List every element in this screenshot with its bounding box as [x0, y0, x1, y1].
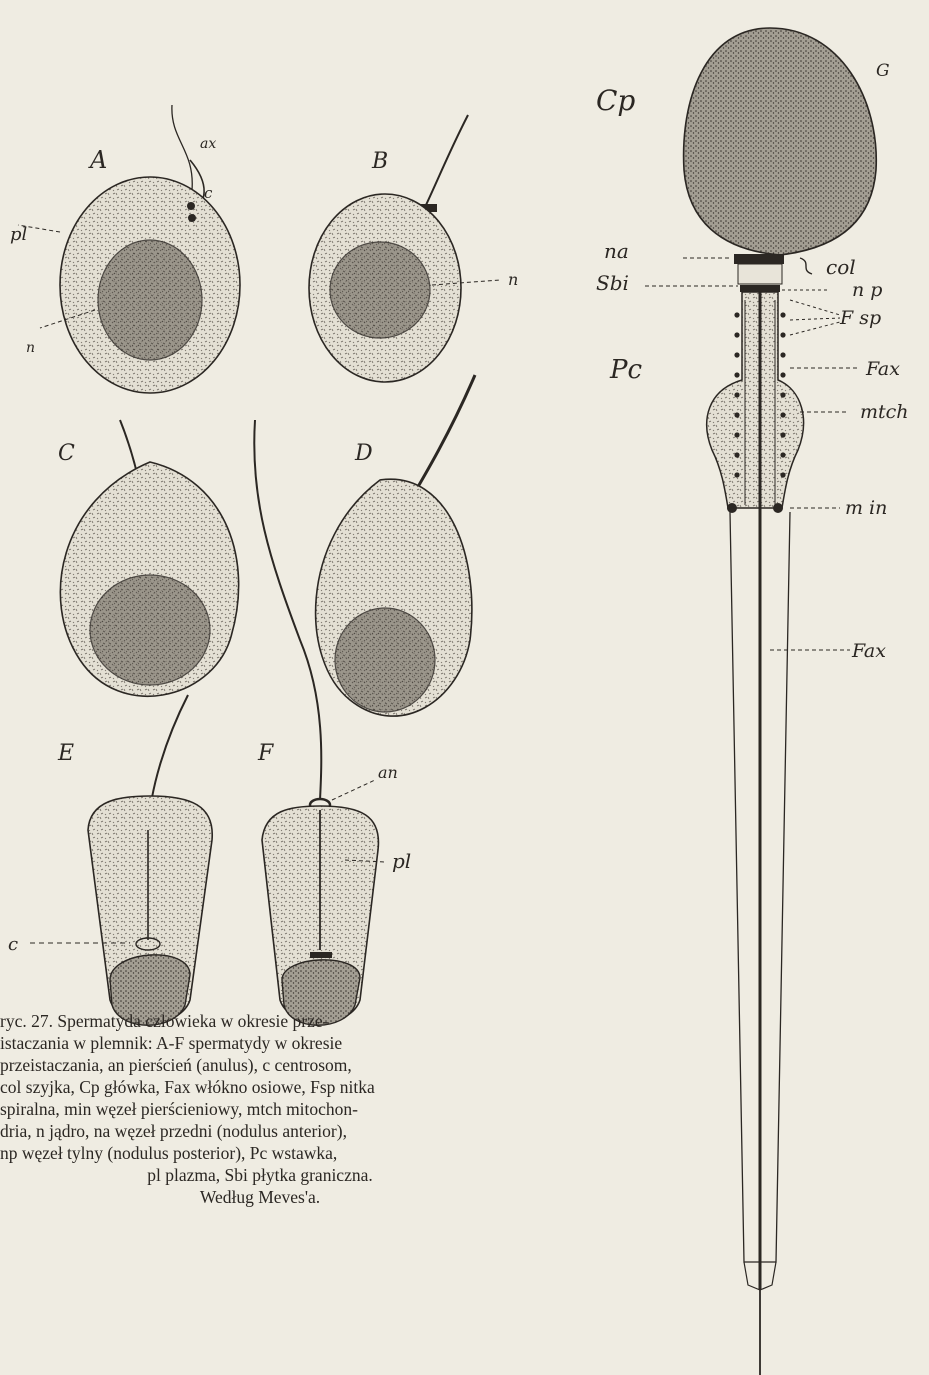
label-an: an: [378, 763, 398, 782]
label-min: m in: [845, 497, 887, 519]
label-panel-e: E: [57, 741, 74, 766]
caption-line-7: np węzeł tylny (nodulus posterior), Pc w…: [0, 1142, 520, 1164]
label-cp: Cp: [596, 84, 635, 117]
label-c-a: c: [204, 184, 213, 202]
label-np: n p: [852, 279, 882, 301]
label-ax: ax: [200, 136, 216, 152]
label-fsp: F sp: [839, 307, 881, 329]
label-panel-d: D: [354, 441, 373, 466]
label-sbi: Sbi: [596, 271, 629, 295]
caption-line-3: przeistaczania, an pierścień (anulus), c…: [0, 1054, 520, 1076]
caption-line-9: Według Meves'a.: [0, 1186, 520, 1208]
label-n-b: n: [508, 270, 518, 289]
label-panel-c: C: [58, 441, 75, 466]
spermatozoon-g: [645, 28, 876, 1375]
cell-d: [316, 375, 475, 716]
label-panel-b: B: [371, 149, 388, 174]
cell-c: [60, 420, 238, 696]
label-panel-f: F: [257, 741, 274, 766]
label-c-e: c: [8, 934, 18, 955]
label-n-a: n: [26, 340, 35, 356]
label-fax-lower: Fax: [851, 640, 886, 662]
caption-line-5: spiralna, min węzeł pierścieniowy, mtch …: [0, 1098, 520, 1120]
caption-line-2: istaczania w plemnik: A-F spermatydy w o…: [0, 1032, 520, 1054]
label-col: col: [826, 255, 856, 279]
label-pl-f: pl: [392, 849, 411, 873]
label-mtch: mtch: [860, 401, 909, 423]
caption-line-4: col szyjka, Cp główka, Fax włókno osiowe…: [0, 1076, 520, 1098]
label-panel-g: G: [876, 61, 890, 81]
caption-line-1: ryc. 27. Spermatyda człowieka w okresie …: [0, 1010, 520, 1032]
caption-line-6: dria, n jądro, na węzeł przedni (nodulus…: [0, 1120, 520, 1142]
label-pc: Pc: [609, 355, 642, 385]
cell-b: [309, 115, 500, 382]
label-fax-upper: Fax: [865, 358, 900, 380]
label-na: na: [604, 239, 629, 263]
caption-line-8: pl plazma, Sbi płytka graniczna.: [0, 1164, 520, 1186]
label-pl-a: pl: [10, 224, 28, 245]
label-panel-a: A: [88, 146, 107, 174]
figure-caption: ryc. 27. Spermatyda człowieka w okresie …: [0, 1010, 520, 1208]
